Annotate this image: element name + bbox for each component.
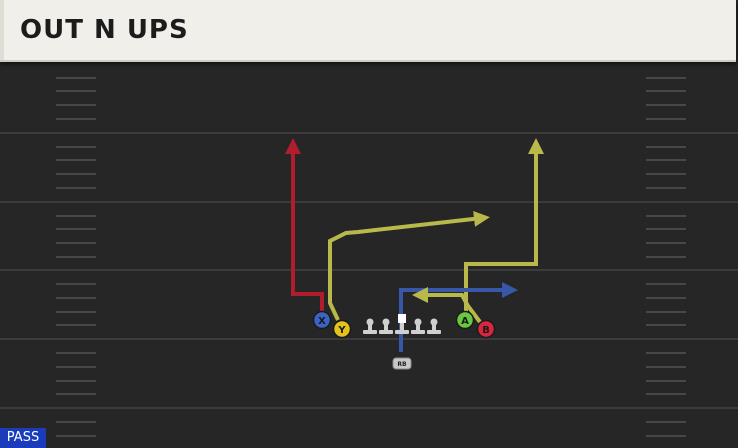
route-y-crosser <box>328 210 490 321</box>
play-title: OUT N UPS <box>20 15 189 45</box>
player-x: X <box>312 310 332 330</box>
rb-player-icon: RB <box>392 357 412 370</box>
play-header: OUT N UPS <box>0 0 736 62</box>
player-x-label: X <box>318 316 326 327</box>
route-b-out <box>412 287 482 324</box>
player-b: B <box>476 319 496 339</box>
route-a-out-and-up <box>464 138 544 312</box>
offensive-line <box>363 314 441 334</box>
center-icon <box>395 314 409 334</box>
rb-label: RB <box>397 361 407 368</box>
route-x-streak <box>285 138 324 312</box>
player-b-label: B <box>482 325 490 336</box>
play-type-badge: PASS <box>0 428 46 448</box>
lineman-icon <box>411 318 425 334</box>
routes <box>285 138 544 352</box>
player-a-label: A <box>461 316 469 327</box>
yard-lines <box>0 132 738 409</box>
lineman-icon <box>427 318 441 334</box>
player-a: A <box>455 310 475 330</box>
hash-marks-right <box>646 77 686 437</box>
player-y-label: Y <box>337 325 346 336</box>
lineman-icon <box>363 318 377 334</box>
hash-marks-left <box>56 77 96 437</box>
player-y: Y <box>332 319 352 339</box>
lineman-icon <box>379 318 393 334</box>
